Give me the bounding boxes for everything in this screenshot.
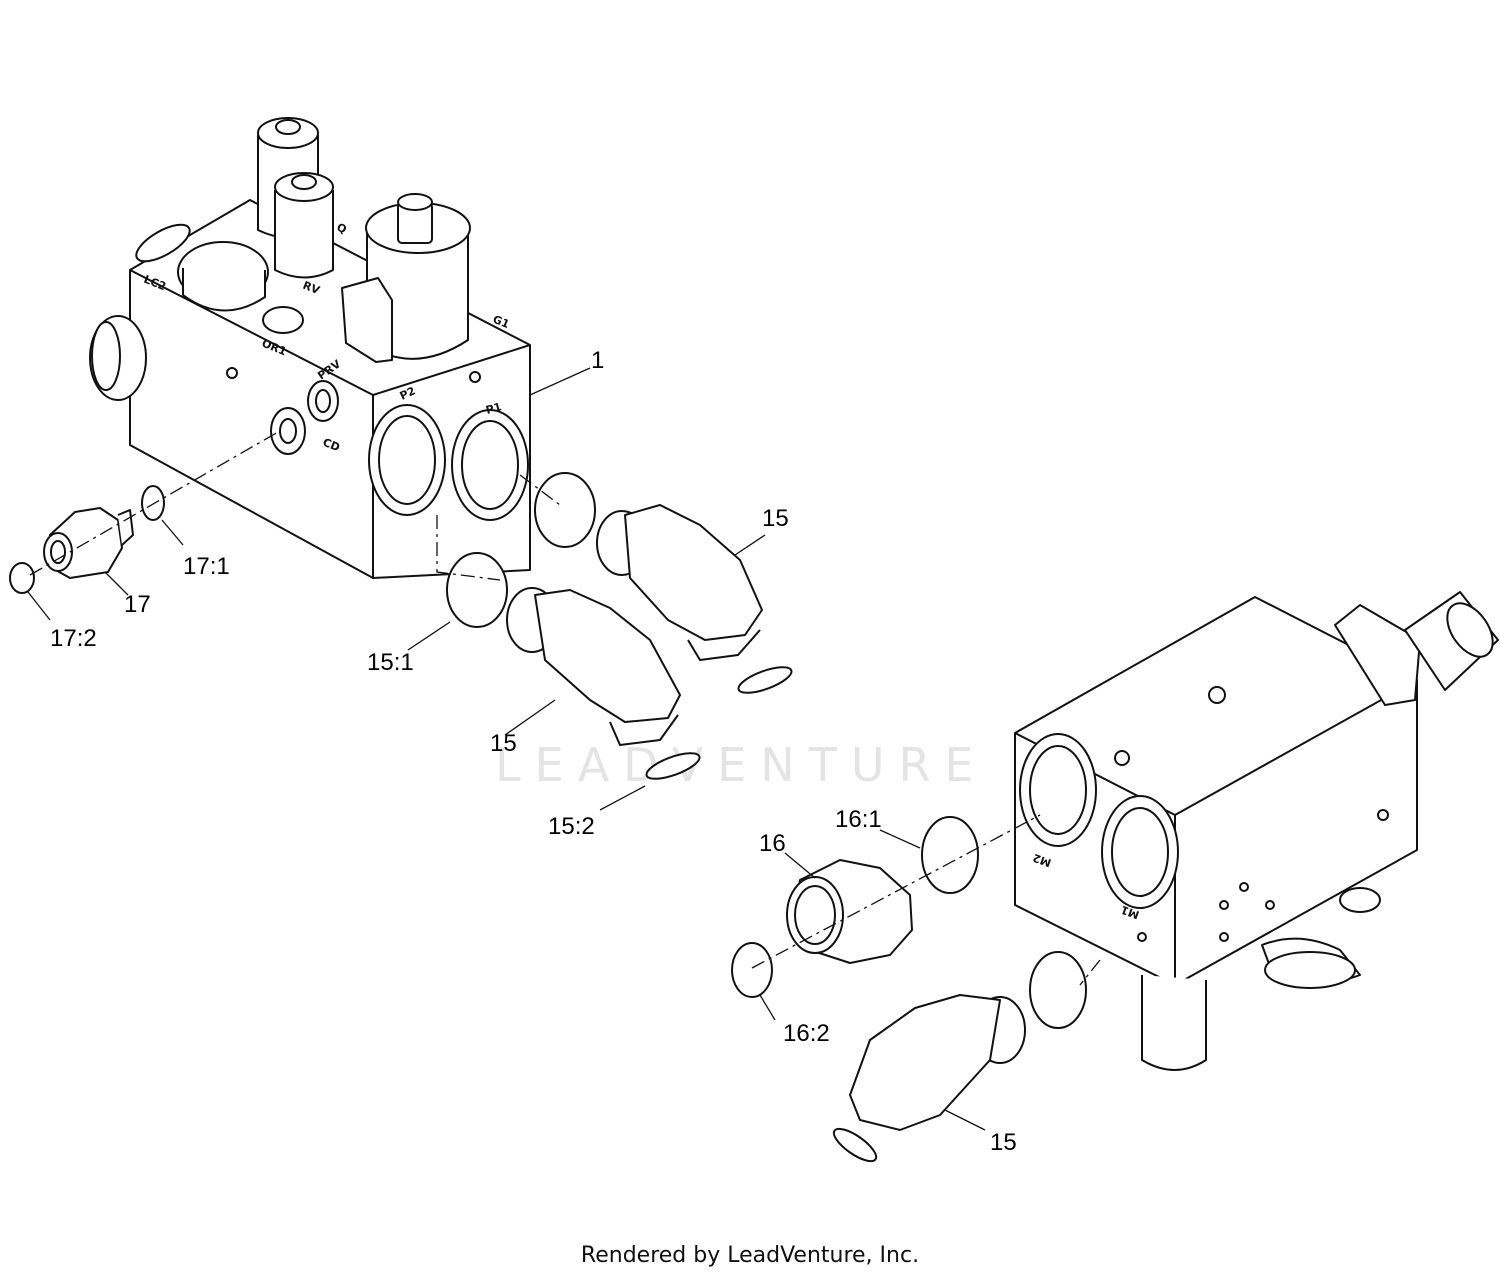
o-ring-16-2 — [731, 942, 773, 998]
o-ring-15-1a — [534, 472, 596, 548]
port-label-p1: P1 — [484, 400, 503, 417]
fitting-16 — [786, 859, 913, 964]
port-label-q: Q — [335, 221, 349, 237]
o-ring-15-1b — [446, 552, 508, 628]
watermark-text: LEADVENTURE — [495, 738, 988, 792]
fitting-17 — [43, 507, 134, 579]
port-label-m1: M1 — [1119, 903, 1141, 922]
callout-15-2: 15:2 — [548, 813, 595, 840]
callout-15-lower: 15 — [490, 730, 517, 757]
port-label-cd: CD — [321, 436, 342, 455]
callout-16-1: 16:1 — [835, 806, 882, 833]
port-label-m2: M2 — [1031, 851, 1053, 870]
elbow-fitting-15-right — [832, 994, 1026, 1163]
port-label-rv: RV — [301, 279, 322, 298]
callout-17: 17 — [124, 591, 151, 618]
valve-block-right — [1014, 591, 1499, 1071]
o-ring-15-2a — [737, 666, 793, 694]
callout-17-2: 17:2 — [50, 625, 97, 652]
o-ring-16-1 — [921, 816, 979, 894]
callout-15-1: 15:1 — [367, 649, 414, 676]
port-label-g1: G1 — [491, 313, 511, 331]
o-ring-17-1 — [141, 485, 165, 521]
callout-16: 16 — [759, 830, 786, 857]
port-label-p2: P2 — [398, 384, 418, 402]
o-ring-17-2 — [9, 562, 35, 594]
callout-15-upper: 15 — [762, 505, 789, 532]
valve-block-left — [89, 117, 531, 579]
o-ring-15-2c — [832, 1127, 878, 1163]
footer-credit: Rendered by LeadVenture, Inc. — [580, 1243, 920, 1268]
o-ring-15-1c — [1029, 951, 1087, 1029]
callout-17-1: 17:1 — [183, 553, 230, 580]
elbow-fitting-15-upper — [596, 504, 763, 661]
callout-1: 1 — [591, 347, 605, 374]
o-ring-15-2b — [645, 752, 701, 780]
callout-16-2: 16:2 — [783, 1020, 830, 1047]
callout-15-right: 15 — [990, 1129, 1017, 1156]
elbow-fitting-15-lower — [506, 587, 681, 746]
